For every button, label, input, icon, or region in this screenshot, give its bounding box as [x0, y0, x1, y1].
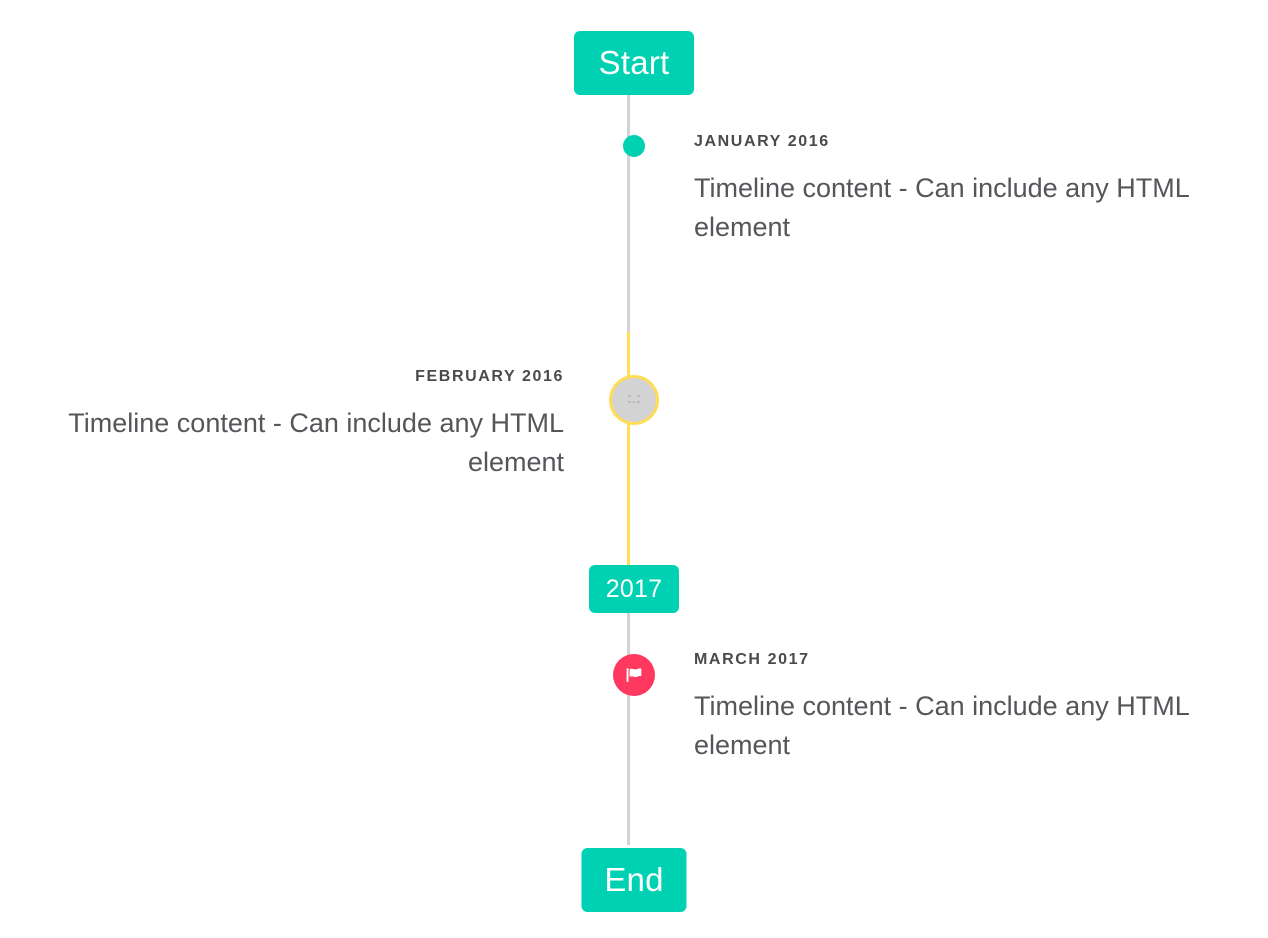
timeline-marker-dot[interactable] [623, 135, 645, 157]
broken-image-icon [626, 392, 642, 408]
timeline-item-body: Timeline content - Can include any HTML … [68, 407, 564, 477]
timeline-middle-badge[interactable]: 2017 [589, 565, 679, 613]
timeline-item-body: Timeline content - Can include any HTML … [694, 690, 1189, 760]
timeline-item-heading: February 2016 [415, 368, 564, 385]
timeline-item-content: March 2017 Timeline content - Can includ… [694, 651, 1218, 765]
timeline-marker-flag[interactable] [613, 654, 655, 696]
timeline-item-heading: March 2017 [694, 651, 810, 668]
timeline-header-badge[interactable]: Start [574, 31, 694, 95]
timeline-item-content: February 2016 Timeline content - Can inc… [40, 368, 564, 482]
timeline-header-badge-label: Start [598, 44, 670, 81]
timeline-marker-image[interactable] [609, 375, 659, 425]
timeline-footer-badge-label: End [604, 861, 664, 898]
timeline-middle-badge-label: 2017 [605, 574, 663, 603]
timeline-item-content: January 2016 Timeline content - Can incl… [694, 133, 1218, 247]
timeline-footer-badge[interactable]: End [581, 848, 687, 912]
timeline-item-body: Timeline content - Can include any HTML … [694, 172, 1189, 242]
timeline-item-heading: January 2016 [694, 133, 830, 150]
timeline-rail-highlight [627, 332, 630, 565]
flag-icon [624, 665, 644, 685]
